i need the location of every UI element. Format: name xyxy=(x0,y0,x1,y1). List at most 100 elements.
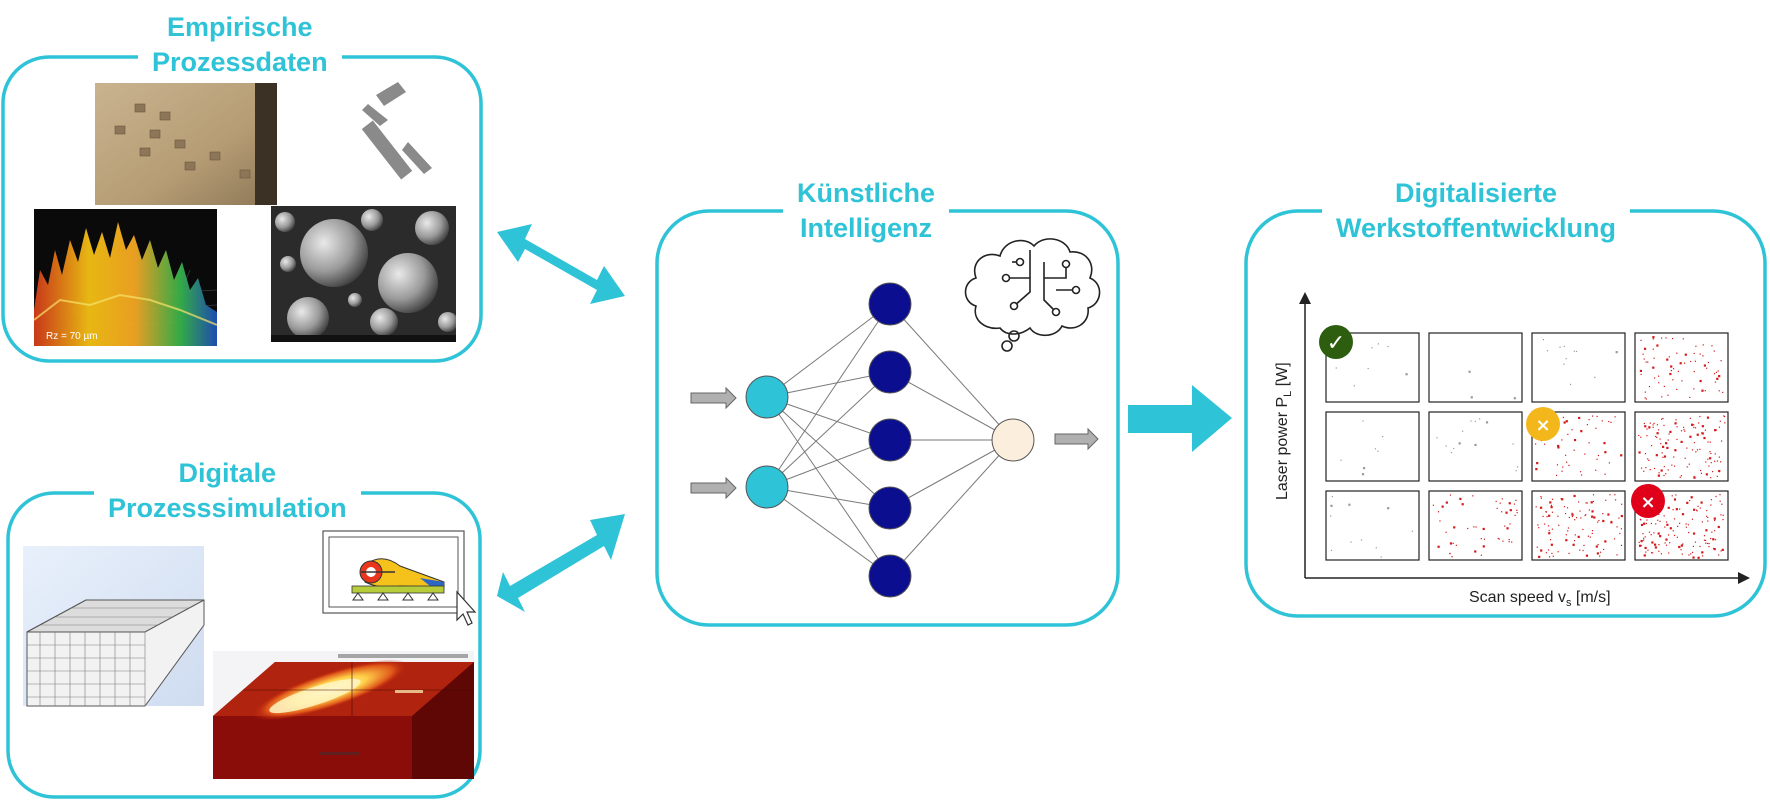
pore-dot xyxy=(1701,551,1704,554)
pore-dot xyxy=(1536,462,1539,465)
pore-dot xyxy=(1643,522,1646,525)
surface-roughness-plot: Rz = 70 µm xyxy=(34,209,217,346)
pore-dot xyxy=(1643,470,1645,472)
pore-dot xyxy=(1667,439,1669,441)
title-simulation: Digitale Prozesssimulation xyxy=(94,456,361,526)
pore-dot xyxy=(1693,352,1695,355)
pore-dot xyxy=(1508,538,1510,541)
pore-dot xyxy=(1676,352,1678,354)
pore-dot xyxy=(1682,338,1684,340)
pore-dot xyxy=(1547,525,1550,527)
pore-dot xyxy=(1669,430,1672,433)
pore-dot xyxy=(1483,538,1486,540)
pore-dot xyxy=(1449,542,1453,545)
pore-dot xyxy=(1618,517,1620,519)
pore-dot xyxy=(1661,445,1665,448)
pore-dot xyxy=(1545,552,1548,554)
pore-dot xyxy=(1700,501,1703,504)
pore-dot xyxy=(1693,424,1695,426)
pore-dot xyxy=(1374,448,1377,450)
pore-dot xyxy=(1723,415,1726,418)
pore-dot xyxy=(1716,378,1719,380)
pore-dot xyxy=(1721,503,1723,505)
pore-dot xyxy=(1563,345,1565,347)
pore-dot xyxy=(1551,511,1554,513)
pore-dot xyxy=(1650,534,1652,536)
pore-dot xyxy=(1680,440,1683,444)
pore-dot xyxy=(1685,523,1687,525)
pore-dot xyxy=(1677,525,1679,527)
pore-dot xyxy=(1449,494,1452,496)
pore-dot xyxy=(1715,371,1717,374)
pore-dot xyxy=(1591,515,1594,518)
pore-dot xyxy=(1509,509,1512,512)
pore-dot xyxy=(1585,514,1587,516)
pore-dot xyxy=(1648,385,1651,388)
pore-dot xyxy=(1713,547,1715,550)
pore-dot xyxy=(1563,506,1566,508)
pore-dot xyxy=(1653,377,1656,379)
title-simulation-line2: Prozesssimulation xyxy=(108,493,347,523)
pore-dot xyxy=(1699,353,1701,355)
pore-dot xyxy=(1455,544,1457,546)
pore-dot xyxy=(1699,379,1702,383)
pore-dot xyxy=(1655,435,1657,438)
pore-dot xyxy=(1714,381,1716,383)
pore-dot xyxy=(1708,542,1710,545)
pore-dot xyxy=(1563,363,1565,365)
pore-dot xyxy=(1710,452,1712,455)
pore-dot xyxy=(1643,537,1645,539)
pore-dot xyxy=(1367,367,1369,370)
pore-dot xyxy=(1614,494,1616,496)
pore-dot xyxy=(1596,458,1598,460)
hidden-node xyxy=(868,282,912,326)
network-edge xyxy=(889,371,1014,441)
pore-dot xyxy=(1620,528,1623,530)
pore-dot xyxy=(1690,360,1692,363)
pore-dot xyxy=(1722,514,1724,516)
pore-dot xyxy=(1330,549,1333,552)
pore-dot xyxy=(1470,396,1473,399)
pore-dot xyxy=(1704,390,1706,392)
pore-dot xyxy=(1708,546,1710,548)
pore-dot xyxy=(1713,547,1716,551)
scale-label: Rz = 70 µm xyxy=(46,331,98,342)
pore-dot xyxy=(1449,553,1451,555)
pore-dot xyxy=(1640,519,1642,521)
pore-dot xyxy=(1720,550,1722,552)
pore-dot xyxy=(1586,502,1588,504)
pore-dot xyxy=(1673,456,1675,458)
pore-dot xyxy=(1595,427,1597,429)
pore-dot xyxy=(1560,498,1562,500)
process-cell xyxy=(1325,490,1420,561)
pore-dot xyxy=(1711,345,1713,347)
pore-dot xyxy=(1573,438,1577,442)
pore-dot xyxy=(1616,554,1618,556)
pore-dot xyxy=(1708,465,1710,467)
pore-dot xyxy=(1668,433,1670,435)
pore-dot xyxy=(1571,515,1574,518)
pore-dot xyxy=(1595,545,1598,548)
pore-dot xyxy=(1501,498,1503,500)
pore-dot xyxy=(1681,553,1683,555)
pore-dot xyxy=(1705,542,1707,544)
pore-dot xyxy=(1470,420,1472,422)
pore-dot xyxy=(1545,511,1547,513)
pore-dot xyxy=(1650,522,1652,525)
pore-dot xyxy=(1645,522,1648,525)
pore-dot xyxy=(1575,517,1578,519)
pore-dot xyxy=(1712,538,1715,541)
pore-dot xyxy=(1562,466,1564,468)
pore-dot xyxy=(1658,375,1660,377)
pore-dot xyxy=(1702,344,1704,346)
pore-dot xyxy=(1701,389,1704,392)
pore-dot xyxy=(1604,451,1607,454)
pore-dot xyxy=(1675,419,1677,421)
pore-dot xyxy=(1502,540,1504,542)
pore-dot xyxy=(1648,531,1651,533)
pore-dot xyxy=(1382,436,1384,438)
pore-dot xyxy=(1571,512,1573,514)
pore-dot xyxy=(1657,474,1660,477)
pore-dot xyxy=(1701,432,1704,435)
pore-dot xyxy=(1567,530,1569,532)
